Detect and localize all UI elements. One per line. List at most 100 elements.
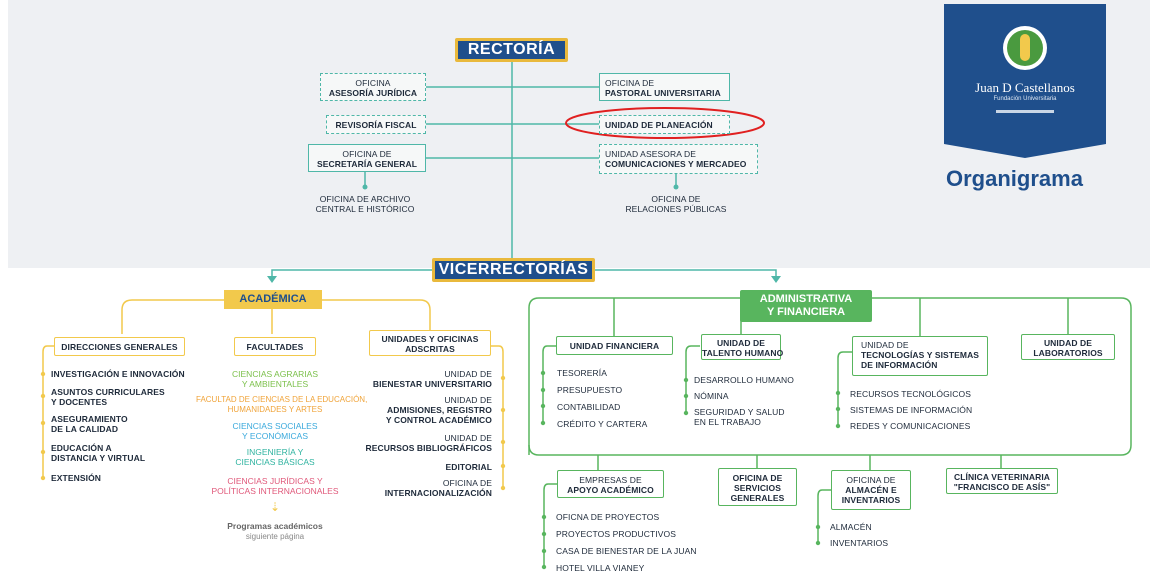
laboratorios-line-1: UNIDAD DE — [1043, 338, 1093, 348]
talento-header-1: UNIDAD DE — [716, 338, 766, 348]
almacen-list: ALMACÉN INVENTARIOS — [830, 522, 888, 548]
empresas-casa-bienestar: CASA DE BIENESTAR DE LA JUAN — [556, 546, 697, 556]
asesoria-line-1: OFICINA — [355, 78, 391, 88]
unidades-header-2: ADSCRITAS — [405, 344, 455, 354]
unidad-internacionalizacion-2: INTERNACIONALIZACIÓN — [384, 488, 492, 498]
unidad-recursos-1: UNIDAD DE — [444, 433, 492, 443]
facultad-agrarias-2: Y AMBIENTALES — [241, 379, 309, 389]
servicios-line-3: GENERALES — [730, 493, 785, 503]
facultad-juridicas-1: CIENCIAS JURÍDICAS Y — [227, 476, 323, 486]
direccion-investigacion: INVESTIGACIÓN E INNOVACIÓN — [51, 369, 185, 379]
rectoria-title: RECTORÍA — [455, 38, 568, 62]
talento-seguridad-2: EN EL TRABAJO — [694, 417, 761, 427]
tecnologias-header-2: TECNOLOGÍAS Y SISTEMAS — [861, 350, 980, 360]
tecnologias-header-1: UNIDAD DE — [861, 340, 909, 350]
logo-name: Juan D Castellanos — [975, 80, 1075, 95]
facultad-item: INGENIERÍA Y CIENCIAS BÁSICAS — [200, 447, 350, 467]
tecnologias-recursos: RECURSOS TECNOLÓGICOS — [850, 389, 971, 399]
empresas-proyectos: OFICNA DE PROYECTOS — [556, 512, 660, 522]
direccion-asuntos-2: Y DOCENTES — [51, 397, 108, 407]
unidad-bienestar-2: BIENESTAR UNIVERSITARIO — [372, 379, 492, 389]
programas-academicos-label: Programas académicos — [227, 521, 323, 531]
almacen-header-1: OFICINA DE — [846, 475, 896, 485]
almacen-inventarios: INVENTARIOS — [830, 538, 889, 548]
facultad-juridicas-2: POLÍTICAS INTERNACIONALES — [211, 486, 339, 496]
empresas-header-1: EMPRESAS DE — [579, 475, 642, 485]
servicios-line-2: SERVICIOS — [733, 483, 782, 493]
pastoral-line-1: OFICINA DE — [605, 78, 655, 88]
relaciones-line-1: OFICINA DE — [651, 194, 701, 204]
financiera-list: TESORERÍA PRESUPUESTO CONTABILIDAD CRÉDI… — [557, 368, 647, 429]
oficina-asesoria-juridica: OFICINA ASESORÍA JURÍDICA — [320, 73, 426, 101]
facultad-educacion-2: HUMANIDADES Y ARTES — [227, 405, 323, 414]
facultad-item: CIENCIAS JURÍDICAS Y POLÍTICAS INTERNACI… — [200, 476, 350, 496]
logo-underline — [996, 110, 1054, 113]
tecnologias-header: UNIDAD DE TECNOLOGÍAS Y SISTEMAS DE INFO… — [852, 336, 988, 376]
direccion-educacion-2: DISTANCIA Y VIRTUAL — [51, 453, 146, 463]
empresas-header-2: APOYO ACADÉMICO — [567, 485, 654, 495]
financiera-tesoreria: TESORERÍA — [557, 368, 608, 378]
direccion-item: EDUCACIÓN A DISTANCIA Y VIRTUAL — [51, 443, 145, 463]
clinica-line-1: CLÍNICA VETERINARIA — [953, 472, 1051, 482]
financiera-credito: CRÉDITO Y CARTERA — [557, 419, 648, 429]
unidad-admisiones-2: ADMISIONES, REGISTRO — [387, 405, 492, 415]
talento-nomina: NÓMINA — [694, 391, 729, 401]
direccion-aseguramiento-1: ASEGURAMIENTO — [51, 414, 128, 424]
facultad-sociales-1: CIENCIAS SOCIALES — [232, 421, 318, 431]
unidad-item: UNIDAD DE BIENESTAR UNIVERSITARIO — [330, 369, 492, 389]
oficina-secretaria-general: OFICINA DE SECRETARÍA GENERAL — [308, 144, 426, 172]
unidad-recursos-2: RECURSOS BIBLIOGRÁFICOS — [365, 443, 492, 453]
facultad-educacion-1: FACULTAD DE CIENCIAS DE LA EDUCACIÓN, — [196, 395, 368, 404]
logo-subtitle: Fundación Universitaria — [993, 96, 1057, 102]
down-arrow-icon: ⇣ — [269, 500, 281, 514]
unidad-de-planeacion: UNIDAD DE PLANEACIÓN — [599, 115, 730, 134]
direcciones-generales-header: DIRECCIONES GENERALES — [54, 337, 185, 356]
institution-banner: Juan D Castellanos Fundación Universitar… — [944, 4, 1106, 158]
direccion-asuntos-1: ASUNTOS CURRICULARES — [51, 387, 165, 397]
almacen-almacen: ALMACÉN — [830, 522, 872, 532]
empresas-hotel: HOTEL VILLA VIANEY — [556, 563, 645, 573]
empresas-list: OFICNA DE PROYECTOS PROYECTOS PRODUCTIVO… — [556, 512, 697, 573]
seal-logo — [1003, 26, 1047, 70]
unidades-oficinas-header: UNIDADES Y OFICINAS ADSCRITAS — [369, 330, 491, 356]
almacen-header-3: INVENTARIOS — [841, 495, 901, 505]
comunicaciones-line-1: UNIDAD ASESORA DE — [605, 149, 696, 159]
servicios-generales-box: OFICINA DE SERVICIOS GENERALES — [718, 468, 797, 506]
unidad-comunicaciones-mercadeo: UNIDAD ASESORA DE COMUNICACIONES Y MERCA… — [599, 144, 758, 174]
unidad-item: EDITORIAL — [330, 462, 492, 472]
empresas-productivos: PROYECTOS PRODUCTIVOS — [556, 529, 677, 539]
direccion-educacion-1: EDUCACIÓN A — [51, 443, 112, 453]
secretaria-line-1: OFICINA DE — [342, 149, 392, 159]
unidad-item: UNIDAD DE RECURSOS BIBLIOGRÁFICOS — [330, 433, 492, 453]
empresas-apoyo-header: EMPRESAS DE APOYO ACADÉMICO — [557, 470, 664, 498]
almacen-header: OFICINA DE ALMACÉN E INVENTARIOS — [831, 470, 911, 510]
unidad-financiera-header: UNIDAD FINANCIERA — [556, 336, 673, 355]
talento-humano-header: UNIDAD DE TALENTO HUMANO — [701, 334, 784, 360]
direccion-item: INVESTIGACIÓN E INNOVACIÓN — [51, 369, 185, 379]
talento-header-2: TALENTO HUMANO — [702, 348, 784, 358]
direccion-item: EXTENSIÓN — [51, 473, 101, 483]
vicerrectorias-title: VICERRECTORÍAS — [432, 258, 595, 282]
unidad-internacionalizacion-1: OFICINA DE — [442, 478, 492, 488]
facultad-ingenieria-2: CIENCIAS BÁSICAS — [235, 457, 315, 467]
direccion-item: ASEGURAMIENTO DE LA CALIDAD — [51, 414, 128, 434]
facultad-sociales-2: Y ECONÓMICAS — [242, 431, 308, 441]
unidad-item: UNIDAD DE ADMISIONES, REGISTRO Y CONTROL… — [330, 395, 492, 425]
unidad-admisiones-1: UNIDAD DE — [444, 395, 492, 405]
oficina-pastoral-universitaria: OFICINA DE PASTORAL UNIVERSITARIA — [599, 73, 730, 101]
direccion-aseguramiento-2: DE LA CALIDAD — [51, 424, 119, 434]
siguiente-pagina-label: siguiente página — [245, 532, 305, 541]
administrativa-title-1: ADMINISTRATIVA — [759, 293, 853, 305]
tecnologias-header-3: DE INFORMACIÓN — [861, 360, 938, 370]
unidad-item: OFICINA DE INTERNACIONALIZACIÓN — [330, 478, 492, 498]
archivo-line-2: CENTRAL E HISTÓRICO — [315, 204, 415, 214]
tecnologias-sistemas: SISTEMAS DE INFORMACIÓN — [850, 405, 973, 415]
financiera-contabilidad: CONTABILIDAD — [557, 402, 621, 412]
facultad-agrarias-1: CIENCIAS AGRARIAS — [232, 369, 318, 379]
clinica-line-2: "FRANCISCO DE ASÍS" — [953, 482, 1051, 492]
facultad-item: CIENCIAS AGRARIAS Y AMBIENTALES — [200, 369, 350, 389]
financiera-presupuesto: PRESUPUESTO — [557, 385, 623, 395]
oficina-archivo: OFICINA DE ARCHIVO CENTRAL E HISTÓRICO — [300, 194, 430, 214]
servicios-line-1: OFICINA DE — [732, 473, 783, 483]
